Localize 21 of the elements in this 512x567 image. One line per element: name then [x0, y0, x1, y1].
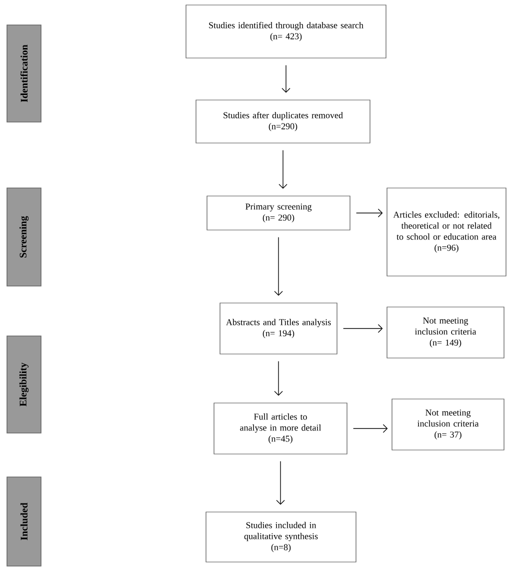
process-box: Not meeting inclusion criteria (n= 149)	[386, 306, 504, 358]
arrow	[276, 460, 285, 505]
process-box: Studies identified through database search (n= 423)	[186, 4, 386, 58]
stage-label: Included	[6, 476, 42, 566]
process-box: Studies after duplicates removed (n=290)	[196, 100, 370, 144]
arrow	[274, 360, 283, 396]
arrow	[352, 424, 388, 433]
arrow	[274, 236, 283, 296]
arrow	[282, 64, 290, 93]
process-box: Abstracts and Titles analysis (n= 194)	[220, 302, 338, 354]
process-box: Studies included in qualitative synthesis (n=8)	[206, 512, 356, 562]
stage-label: Identification	[6, 24, 42, 122]
arrow	[342, 324, 383, 333]
stage-label: Screening	[6, 188, 42, 286]
process-box: Articles excluded: editorials, theoretical or not related to school or education area (n=96)	[386, 188, 506, 276]
arrow	[278, 150, 288, 189]
process-box: Primary screening (n= 290)	[206, 196, 350, 230]
arrow	[356, 208, 383, 218]
process-box: Full articles to analyse in more detail (n=45)	[214, 402, 348, 454]
stage-label: Elegibility	[6, 336, 42, 434]
process-box: Not meeting inclusion criteria (n= 37)	[392, 398, 504, 450]
